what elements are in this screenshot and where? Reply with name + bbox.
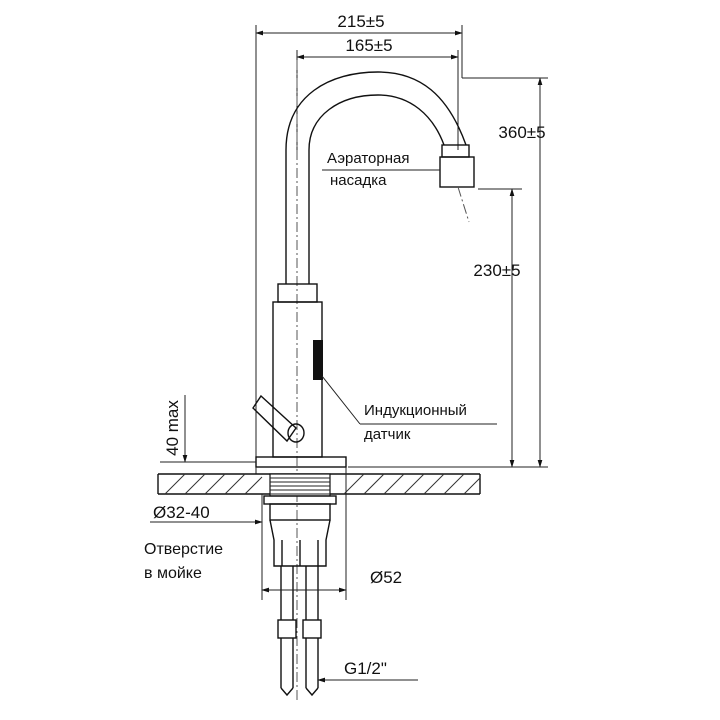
hole-diameter-label: Ø32-40: [153, 503, 210, 522]
aerator-callout: Аэраторная насадка: [322, 150, 440, 189]
sensor-window: [313, 340, 323, 380]
connection-thread-label: G1/2": [344, 659, 387, 678]
hole-label-line2: в мойке: [144, 565, 202, 582]
spout: [285, 71, 467, 284]
dimension-connection-thread: G1/2": [317, 659, 418, 683]
total-height-label: 360±5: [498, 123, 545, 142]
dimension-spout-height: 230±5: [473, 188, 522, 468]
aerator: [439, 144, 475, 223]
spout-reach-label: 165±5: [345, 36, 392, 55]
sensor-label-line2: датчик: [364, 426, 411, 443]
aerator-label-line1: Аэраторная: [327, 150, 409, 167]
threaded-shank: [263, 473, 337, 505]
aerator-label-line2: насадка: [330, 172, 387, 189]
countertop-max-label: 40 max: [163, 400, 182, 456]
base-flange: [255, 456, 347, 474]
countertop-hatching: [164, 473, 481, 495]
dimension-countertop-max: 40 max: [160, 395, 256, 463]
dimension-overall-reach: 215±5: [255, 12, 463, 462]
hole-callout: Отверстие в мойке: [144, 541, 223, 582]
sensor-callout: Индукционный датчик: [321, 375, 497, 443]
faucet-body: [272, 283, 323, 458]
spout-height-label: 230±5: [473, 261, 520, 280]
overall-reach-label: 215±5: [337, 12, 384, 31]
dimension-base-diameter: Ø52: [261, 467, 402, 600]
base-diameter-label: Ø52: [370, 568, 402, 587]
hole-label-line1: Отверстие: [144, 541, 223, 558]
sensor-label-line1: Индукционный: [364, 402, 467, 419]
handle-lever: [252, 394, 305, 443]
dimension-hole-diameter: Ø32-40: [150, 494, 263, 600]
supply-hoses: [277, 540, 322, 697]
dimension-total-height: 360±5: [348, 77, 548, 468]
